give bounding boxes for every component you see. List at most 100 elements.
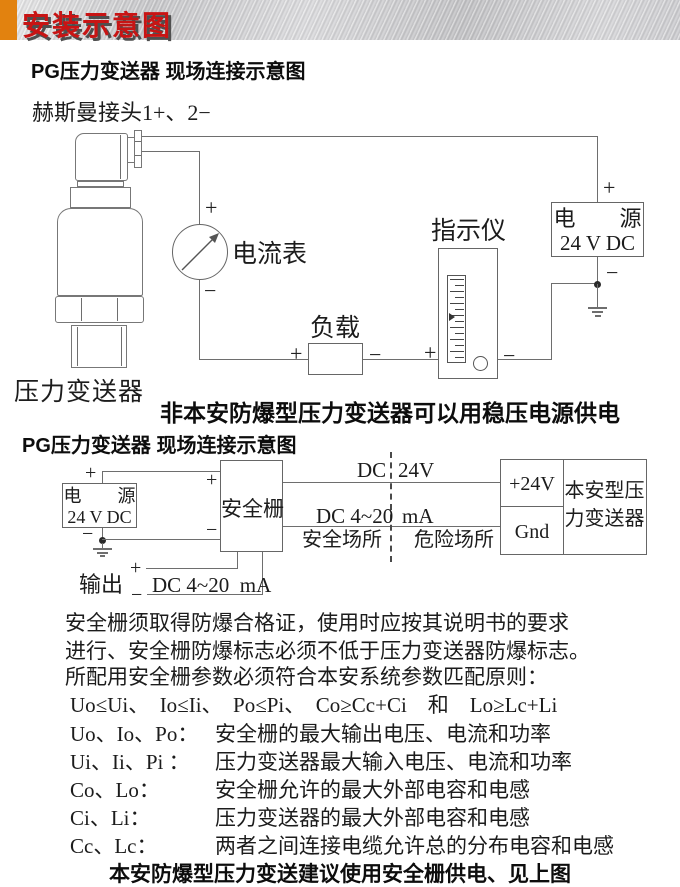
- transmitter-hex-nut: [55, 296, 144, 323]
- zone-hazard-label: 危险场所: [414, 529, 494, 551]
- power2-plus-label: +: [85, 462, 97, 484]
- zone-safe-label: 安全场所: [302, 529, 382, 551]
- definition-term: Uo、Io、Po：: [70, 722, 199, 746]
- load-minus-label: −: [369, 342, 382, 367]
- indicator-minus-label: −: [503, 343, 516, 368]
- gland-ridge: [135, 141, 141, 142]
- definition-term: Cc、Lc：: [70, 834, 158, 858]
- wire-top-label-24v: 24V: [398, 458, 435, 482]
- ground-bar1: [588, 307, 607, 309]
- definition-desc: 压力变送器最大输入电压、电流和功率: [215, 750, 572, 774]
- ammeter-needle: [181, 233, 219, 271]
- wire-top-drop: [597, 136, 598, 202]
- fitting-inner-line: [77, 327, 78, 366]
- is-transmitter-box: 本安型压 力变送器: [562, 459, 647, 555]
- ground-bar3: [595, 315, 601, 317]
- transmitter-fitting: [71, 325, 127, 368]
- banner-title: 安装示意图: [22, 10, 173, 41]
- transmitter-connector: [75, 133, 128, 181]
- wire2-minus-stub: [102, 528, 103, 540]
- wire-top: [142, 136, 598, 137]
- definition-desc: 两者之间连接电缆允许总的分布电容和电感: [215, 834, 614, 858]
- wire-output-a-drop: [237, 552, 238, 569]
- definition-term: Co、Lo：: [70, 778, 160, 802]
- matching-formula: Uo≤Ui、 Io≤Ii、 Po≤Pi、 Co≥Cc+Ci 和 Lo≥Lc+Li: [70, 693, 558, 717]
- wire2-plus-stub: [102, 471, 103, 483]
- definition-desc: 安全栅的最大输出电压、电流和功率: [215, 722, 551, 746]
- note-paragraph-line: 所配用安全栅参数必须符合本安系统参数匹配原则：: [65, 665, 548, 689]
- definition-desc: 安全栅允许的最大外部电容和电感: [215, 778, 530, 802]
- nut-facet-line: [81, 298, 82, 321]
- terminal-plus24-label: +24V: [509, 473, 555, 495]
- terminal-gnd-box: Gnd: [500, 505, 564, 555]
- note-paragraph-line: 安全栅须取得防爆合格证，使用时应按其说明书的要求: [65, 611, 569, 635]
- load-plus-label: +: [290, 341, 303, 366]
- ground2-bar1: [93, 548, 112, 550]
- wire2-top: [102, 471, 220, 472]
- diagram2-title: PG压力变送器 现场连接示意图: [22, 435, 297, 457]
- indicator-label: 指示仪: [431, 218, 507, 245]
- accent-bar: [0, 0, 17, 40]
- load-label: 负载: [310, 315, 361, 342]
- footer-note: 本安防爆型压力变送建议使用安全栅供电、见上图: [109, 863, 571, 886]
- note-paragraph-line: 进行、安全栅防爆标志必须不低于压力变送器防爆标志。: [65, 639, 590, 663]
- transmitter-label: 压力变送器: [14, 379, 145, 406]
- diagram1-title: PG压力变送器 现场连接示意图: [31, 61, 306, 83]
- safety-barrier-label: 安全栅: [221, 497, 284, 521]
- transmitter-body: [57, 208, 143, 296]
- output-label: 输出: [79, 572, 124, 597]
- wire-output-b-drop: [262, 552, 263, 595]
- indicator-zero-adjust: [473, 356, 488, 371]
- wire-signal: [142, 151, 200, 152]
- is-transmitter-line1: 本安型压: [564, 480, 645, 502]
- ground2-bar3: [100, 555, 105, 557]
- cable-gland-outer: [134, 130, 142, 168]
- terminal-plus24-box: +24V: [500, 459, 564, 507]
- wire-top-label-dc: DC: [357, 458, 387, 482]
- barrier-plus-label: +: [206, 469, 218, 491]
- wire-return-horiz: [551, 283, 599, 284]
- diagram1-note: 非本安防爆型压力变送器可以用稳压电源供电: [160, 400, 620, 426]
- power-plus-label: +: [603, 175, 616, 200]
- wire2-bottom: [102, 539, 220, 540]
- ammeter-plus-label: +: [205, 195, 218, 220]
- junction2-dot: [99, 537, 106, 544]
- wire-bottom-rail: [498, 359, 552, 360]
- indicator-scale: [447, 275, 466, 363]
- ground2-stem: [102, 543, 103, 549]
- definition-desc: 压力变送器的最大外部电容和电感: [215, 806, 530, 830]
- ground-stem: [597, 284, 598, 307]
- output-minus-label: −: [131, 584, 143, 606]
- scale-ticks-long: [450, 279, 464, 359]
- power-supply2-voltage: 24 V DC: [67, 506, 132, 527]
- terminal-gnd-label: Gnd: [514, 520, 550, 543]
- fitting-inner-line: [121, 327, 122, 366]
- wire-bottom-rail: [363, 359, 438, 360]
- wire-return-up: [551, 283, 552, 360]
- wire-ammeter-down: [199, 280, 200, 359]
- is-transmitter-line2: 力变送器: [564, 508, 645, 530]
- ground2-bar2: [97, 552, 108, 554]
- transmitter-neck: [77, 181, 124, 187]
- power-supply2-name: 电 源: [63, 486, 136, 506]
- wire-output-b: [147, 594, 263, 595]
- wire-power-down: [597, 257, 598, 284]
- power-supply-box: 电 源 24 V DC: [551, 202, 644, 257]
- wire-bottom-label-ma: mA: [402, 504, 434, 528]
- definition-term: Ui、Ii、Pi ：: [70, 750, 190, 774]
- power-supply-name: 电 源: [553, 206, 642, 231]
- gland-ridge: [135, 155, 141, 156]
- ground-bar2: [592, 311, 603, 313]
- connector-label: 赫斯曼接头1+、2−: [32, 100, 211, 125]
- nut-facet-line: [117, 298, 118, 321]
- indicator-plus-label: +: [424, 340, 437, 365]
- load-box: [308, 343, 363, 375]
- output-plus-label: +: [130, 557, 142, 579]
- wire-output-a: [146, 568, 238, 569]
- ammeter-label: 电流表: [232, 241, 308, 268]
- power-minus-label: −: [606, 260, 619, 285]
- definition-term: Ci、Li：: [70, 806, 151, 830]
- power2-minus-label: −: [82, 523, 94, 545]
- barrier-minus-label: −: [206, 519, 218, 541]
